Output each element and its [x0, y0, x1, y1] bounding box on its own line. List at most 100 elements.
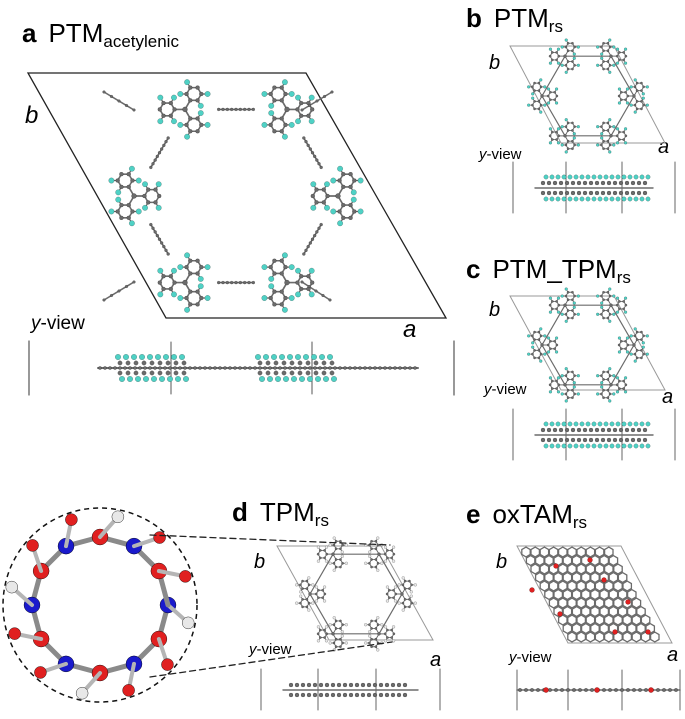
carbon-atom: [334, 547, 338, 551]
chlorine-atom: [564, 319, 568, 323]
graphitic-ring: [562, 554, 573, 567]
graphitic-ring: [576, 614, 587, 626]
carbon-atom: [308, 147, 313, 151]
inset-circle: [2, 507, 198, 703]
carbon-atom: [324, 682, 330, 688]
graphitic-ring: [585, 614, 596, 626]
carbon-atom: [555, 130, 559, 134]
central-carbon: [331, 552, 335, 556]
substituent-atom: [573, 421, 579, 427]
carbon-atom: [161, 100, 166, 106]
carbon-atom: [132, 108, 136, 112]
carbon-atom: [582, 180, 588, 186]
graphitic-ring: [571, 571, 582, 584]
substituent-atom: [543, 196, 549, 202]
carbon-atom: [606, 60, 610, 63]
carbon-atom: [548, 303, 552, 307]
carbon-atom: [188, 98, 193, 103]
carbon-atom: [401, 601, 405, 605]
chlorine-atom: [157, 291, 164, 298]
carbon-atom: [594, 437, 600, 443]
chlorine-atom: [623, 47, 628, 51]
carbon-atom: [216, 280, 221, 285]
carbon-atom: [564, 374, 568, 378]
carbon-atom: [571, 129, 574, 132]
chlorine-atom: [128, 220, 135, 227]
substituent-atom: [615, 421, 621, 427]
carbon-atom: [312, 154, 317, 159]
graphitic-ring: [571, 588, 582, 601]
graphitic-ring: [567, 631, 577, 643]
hydrogen-atom: [363, 623, 368, 627]
carbon-atom: [348, 682, 354, 688]
carbon-atom: [537, 107, 541, 111]
central-carbon: [284, 106, 290, 113]
chlorine-atom: [115, 196, 122, 203]
carbon-atom: [142, 193, 147, 199]
carbon-atom: [306, 143, 310, 148]
carbon-atom: [533, 99, 536, 103]
carbon-atom: [571, 139, 574, 143]
chlorine-atom: [572, 136, 576, 140]
carbon-atom: [552, 190, 558, 196]
carbon-atom: [108, 366, 112, 370]
carbon-atom: [268, 264, 273, 270]
chlorine-atom: [608, 70, 612, 74]
chlorine-atom: [629, 334, 633, 338]
carbon-atom: [306, 244, 310, 249]
carbon-atom: [408, 587, 411, 591]
carbon-atom: [540, 190, 546, 196]
carbon-atom: [548, 347, 552, 351]
carbon-atom: [550, 387, 554, 391]
chlorine-atom: [548, 61, 553, 65]
substituent-atom: [567, 196, 573, 202]
central-carbon: [563, 54, 567, 58]
carbon-atom: [242, 280, 247, 285]
carbon-atom: [398, 366, 402, 370]
chlorine-atom: [178, 353, 186, 361]
substituent-atom: [555, 443, 561, 449]
chlorine-atom: [157, 118, 164, 125]
chlorine-atom: [170, 94, 177, 101]
graphitic-ring: [576, 631, 587, 643]
carbon-atom: [247, 107, 251, 112]
hydrogen-atom: [409, 590, 413, 594]
carbon-atom: [168, 366, 172, 370]
graphitic-ring: [640, 631, 651, 643]
hydrogen-atom: [383, 559, 388, 563]
carbon-atom: [539, 103, 543, 107]
carbon-atom: [145, 187, 151, 192]
chlorine-atom: [204, 90, 211, 97]
chlorine-atom: [595, 392, 600, 396]
carbon-atom: [385, 636, 389, 640]
carbon-atom: [617, 299, 621, 303]
substituent-atom: [627, 443, 633, 449]
hydrogen-atom: [316, 545, 321, 549]
carbon-atom: [600, 427, 606, 433]
carbon-atom: [238, 366, 242, 370]
carbon-atom: [173, 370, 179, 376]
inset-atom: [65, 513, 78, 526]
carbon-atom: [392, 588, 396, 592]
carbon-atom: [390, 556, 394, 560]
carbon-atom: [328, 366, 332, 370]
chlorine-atom: [146, 353, 154, 361]
carbon-atom: [533, 81, 536, 85]
carbon-atom: [599, 125, 603, 129]
carbon-atom: [184, 295, 189, 301]
panel-b-yview-label: y-view: [479, 146, 522, 163]
framework-bond: [610, 304, 635, 346]
carbon-atom: [550, 130, 554, 134]
chlorine-atom: [556, 376, 561, 380]
carbon-atom: [315, 99, 319, 103]
carbon-atom: [643, 687, 649, 693]
chlorine-atom: [261, 90, 268, 97]
chlorine-atom: [560, 312, 564, 316]
panel-c-subscript: rs: [616, 268, 631, 287]
chlorine-atom: [615, 127, 620, 131]
framework-bond: [541, 95, 566, 137]
chlorine-atom: [308, 118, 315, 125]
hydrogen-atom: [340, 630, 344, 634]
chlorine-atom: [261, 295, 268, 302]
